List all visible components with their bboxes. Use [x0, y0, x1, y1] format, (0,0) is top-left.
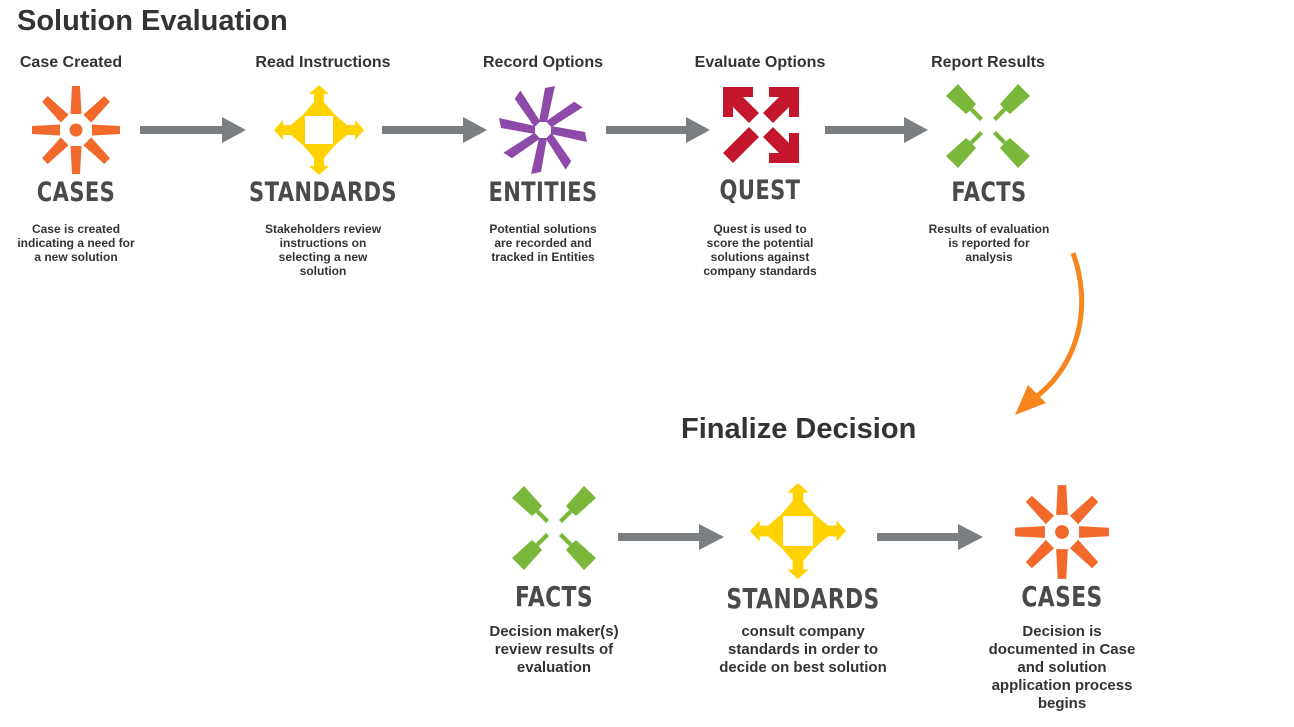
standards-icon — [750, 483, 846, 579]
brand-standards: STANDARDS — [249, 177, 397, 208]
brand-entities: ENTITIES — [488, 177, 598, 208]
arrow-right-icon — [382, 117, 487, 143]
page-title: Solution Evaluation — [17, 5, 288, 37]
step-label-record-options: Record Options — [482, 54, 604, 71]
final-step-description: consult company standards in order to de… — [719, 623, 887, 676]
step-label-report-results: Report Results — [931, 54, 1045, 71]
finalize-title: Finalize Decision — [681, 413, 917, 445]
step-description: Stakeholders review instructions on sele… — [264, 222, 382, 278]
standards-icon — [274, 85, 364, 175]
step-label-evaluate-options: Evaluate Options — [694, 54, 826, 71]
step-description: Results of evaluation is reported for an… — [928, 222, 1050, 264]
arrow-right-icon — [877, 524, 983, 550]
quest-icon — [723, 87, 799, 163]
facts-icon — [512, 486, 596, 570]
arrow-right-icon — [140, 117, 246, 143]
facts-icon — [946, 84, 1030, 168]
arrow-right-icon — [825, 117, 928, 143]
brand-standards: STANDARDS — [726, 582, 880, 615]
arrow-right-icon — [618, 524, 724, 550]
cases-icon — [32, 86, 120, 174]
curved-arrow-icon — [1015, 252, 1085, 415]
arrow-right-icon — [606, 117, 710, 143]
step-label-read-instructions: Read Instructions — [255, 54, 391, 71]
cases-icon — [1015, 485, 1109, 579]
brand-cases: CASES — [36, 177, 116, 208]
brand-quest: QUEST — [719, 175, 801, 206]
final-step-description: Decision is documented in Case and solut… — [988, 623, 1136, 712]
step-label-case-created: Case Created — [19, 54, 123, 71]
final-step-description: Decision maker(s) review results of eval… — [489, 623, 619, 676]
brand-facts: FACTS — [951, 177, 1027, 208]
brand-cases: CASES — [1021, 580, 1103, 613]
step-description: Quest is used to score the potential sol… — [703, 222, 817, 278]
entities-icon — [499, 86, 587, 174]
step-description: Potential solutions are recorded and tra… — [489, 222, 597, 264]
step-description: Case is created indicating a need for a … — [17, 222, 135, 264]
brand-facts: FACTS — [515, 580, 593, 613]
